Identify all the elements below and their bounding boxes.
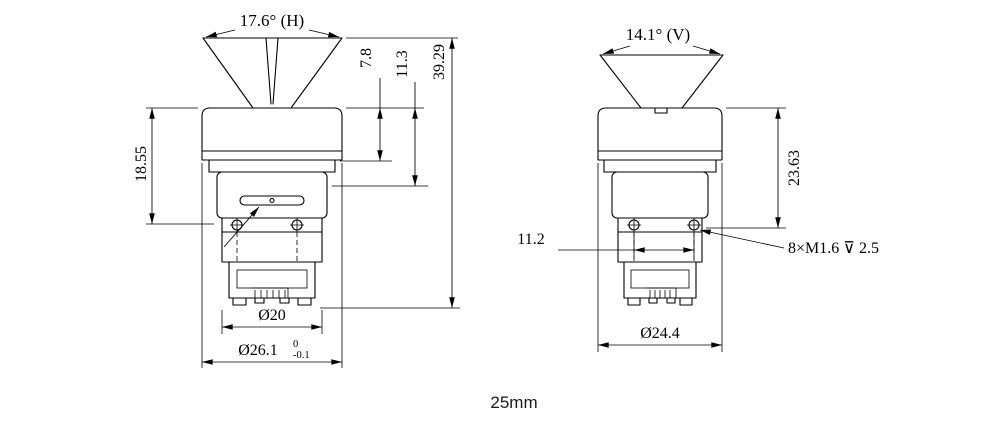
fov-cone-horizontal [202, 37, 343, 109]
mount-band [221, 217, 323, 263]
dim-dia26-1-tol-lower: -0.1 [293, 350, 310, 361]
extension-lines-left [146, 37, 460, 368]
lens-barrel-front [201, 107, 343, 161]
dim-11-2-label: 11.2 [517, 231, 544, 248]
lens-barrel-front [597, 107, 723, 161]
dim-fov-vertical-label: 14.1° (V) [626, 25, 690, 44]
side-slot [239, 195, 305, 206]
screw-crosshairs [230, 218, 304, 232]
connector-pins [646, 287, 677, 298]
right-view-geometry [597, 54, 785, 306]
extension-lines-right [597, 107, 786, 352]
left-view-dimensions [146, 29, 460, 368]
main-body [216, 171, 328, 219]
pcb-outline [630, 269, 690, 289]
left-view-geometry [201, 37, 343, 306]
dim-fov-horizontal-label: 17.6° (H) [240, 11, 304, 30]
barrel-step [208, 159, 336, 173]
slot-center-hole [269, 197, 275, 204]
barrel-step [603, 159, 717, 173]
dim-39-29-label: 39.29 [431, 44, 448, 80]
caption-25mm: 25mm [490, 393, 537, 412]
lower-housing [623, 261, 697, 299]
bottom-tabs [232, 297, 312, 306]
dim-dia20-label: Ø20 [258, 307, 286, 324]
thread-leader-line [699, 229, 785, 249]
screw-hidden-lines [633, 232, 695, 262]
mount-band [617, 217, 703, 263]
thread-note-label: 8×M1.6 ⊽ 2.5 [788, 240, 879, 257]
screw-crosshairs [627, 218, 701, 232]
pcb-outline [236, 269, 308, 289]
fov-cone-vertical [599, 54, 724, 109]
bottom-tabs [627, 297, 693, 306]
fov-arrow-right [308, 29, 340, 38]
lower-housing [228, 261, 316, 299]
fov-arrow-left [602, 45, 631, 55]
slot-leader-line [223, 206, 260, 248]
dim-23-63-label: 23.63 [786, 150, 803, 186]
dim-dia26-1-label: Ø26.1 [238, 342, 278, 359]
left-view: 17.6° (H) 7.8 11.3 39.29 18.55 Ø20 Ø26.1… [133, 11, 460, 368]
main-body [611, 171, 709, 219]
fov-arrow-left [205, 29, 236, 38]
fov-arrow-right [692, 45, 721, 55]
screw-hidden-lines [236, 232, 298, 262]
dim-11-3-label: 11.3 [394, 50, 411, 77]
right-view: 14.1° (V) 23.63 11.2 8×M1.6 ⊽ 2.5 Ø24.4 [517, 25, 879, 352]
connector-pins [252, 287, 289, 298]
dim-dia24-4-label: Ø24.4 [640, 325, 680, 342]
dim-18-55-label: 18.55 [133, 146, 150, 182]
dim-dia26-1-tol-upper: 0 [293, 339, 298, 350]
dim-7-8-label: 7.8 [358, 48, 375, 68]
right-view-dimensions [558, 45, 786, 352]
